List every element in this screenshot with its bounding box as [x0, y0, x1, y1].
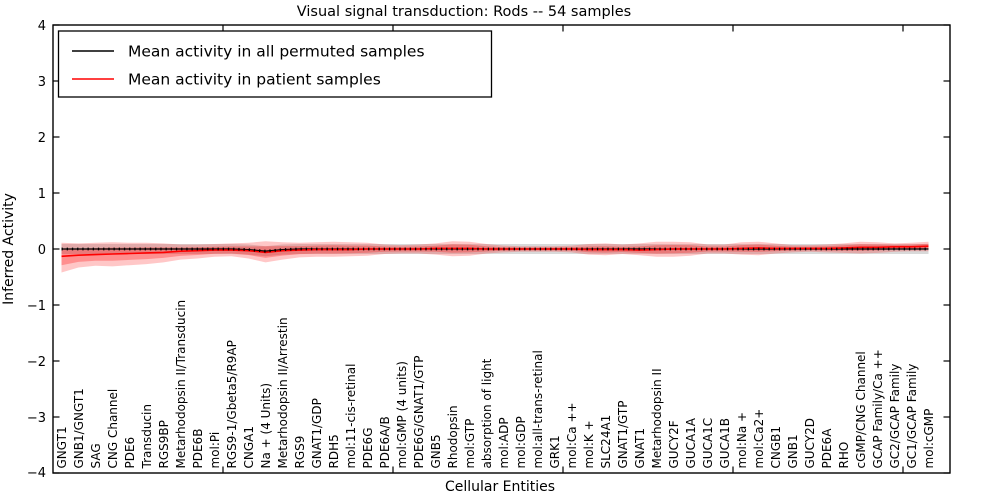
x-category-label: RGS9 — [293, 436, 307, 469]
x-category-label: GC1/GCAP Family — [905, 364, 919, 469]
x-category-label: GNAT1 — [633, 428, 647, 469]
x-category-label: GNB5 — [429, 434, 443, 468]
x-category-label: CNGA1 — [242, 426, 256, 469]
x-category-label: SAG — [89, 443, 103, 468]
y-tick-label: 3 — [38, 75, 46, 90]
x-category-label: GNB1 — [786, 434, 800, 468]
x-category-label: mol:Ca ++ — [565, 402, 579, 468]
x-category-label: GUCY2F — [667, 420, 681, 468]
x-category-label: mol:11-cis-retinal — [344, 364, 358, 469]
x-category-label: RGS9BP — [157, 420, 171, 468]
x-category-label: Metarhodopsin II/Arrestin — [276, 317, 290, 468]
x-category-label: CNGB1 — [769, 426, 783, 469]
x-category-label: PDE6 — [123, 437, 137, 469]
x-category-label: PDE6A — [820, 428, 834, 469]
x-axis-label: Cellular Entities — [445, 479, 555, 495]
x-category-label: CNG Channel — [106, 389, 120, 469]
x-category-label: Transducin — [140, 404, 154, 469]
legend-box — [57, 30, 493, 98]
x-category-label: GRK1 — [548, 435, 562, 468]
x-category-label: Metarhodopsin II/Transducin — [174, 300, 188, 469]
x-category-label: mol:GTP — [463, 419, 477, 469]
x-category-label: GUCA1A — [684, 417, 698, 468]
x-category-label: mol:Na + — [735, 412, 749, 469]
patient-mean-line — [61, 245, 929, 258]
legend: Mean activity in all permuted samples Me… — [57, 30, 493, 98]
x-category-label: mol:Pi — [208, 432, 222, 469]
y-tick-label: 2 — [38, 131, 46, 146]
x-category-label: GUCY2D — [803, 418, 817, 468]
x-category-label: mol:GDP — [514, 416, 528, 468]
x-category-label: PDE6G/GNAT1/GTP — [412, 355, 426, 468]
x-category-label: RGS9-1/Gbeta5/R9AP — [225, 340, 239, 468]
x-category-label: SLC24A1 — [599, 415, 613, 469]
x-category-label: mol:GMP (4 units) — [395, 361, 409, 468]
x-category-label: GNAT1/GTP — [616, 401, 630, 469]
plot-border — [52, 24, 951, 474]
x-category-label: Metarhodopsin II — [650, 368, 664, 468]
patient-band-outer — [61, 241, 929, 273]
x-category-label: mol:cGMP — [922, 409, 936, 469]
x-category-label: PDE6B — [191, 429, 205, 469]
legend-label-permuted: Mean activity in all permuted samples — [128, 43, 425, 61]
y-axis-label: Inferred Activity — [1, 193, 17, 305]
x-category-label: GC2/GCAP Family — [888, 364, 902, 469]
y-tick-label: −3 — [27, 411, 46, 426]
x-category-label: RDH5 — [327, 434, 341, 468]
y-tick-label: −4 — [27, 466, 46, 481]
x-category-label: Na + (4 Units) — [259, 383, 273, 469]
x-category-label: mol:K + — [582, 420, 596, 468]
x-category-label: GNB1/GNGT1 — [72, 388, 86, 468]
x-category-label: mol:ADP — [497, 417, 511, 468]
x-category-label: GUCA1B — [718, 418, 732, 469]
x-category-label: mol:all-trans-retinal — [531, 350, 545, 468]
x-category-label: PDE6A/B — [378, 416, 392, 468]
y-tick-label: −2 — [27, 355, 46, 370]
x-category-label: GCAP Family/Ca ++ — [871, 349, 885, 468]
y-tick-label: 1 — [38, 187, 46, 202]
x-category-label: absorption of light — [480, 358, 494, 468]
x-category-label: PDE6G — [361, 428, 375, 469]
x-category-label: RHO — [837, 442, 851, 469]
x-category-label: GUCA1C — [701, 418, 715, 469]
legend-label-patient: Mean activity in patient samples — [128, 71, 381, 89]
x-category-label: GNAT1/GDP — [310, 398, 324, 468]
x-category-label: mol:Ca2+ — [752, 409, 766, 469]
x-category-label: cGMP/CNG Channel — [854, 351, 868, 468]
x-category-label: Rhodopsin — [446, 405, 460, 468]
chart-title: Visual signal transduction: Rods -- 54 s… — [297, 4, 631, 20]
permuted-band — [61, 244, 929, 257]
y-tick-label: −1 — [27, 299, 46, 314]
y-tick-label: 4 — [38, 19, 46, 34]
x-category-label: GNGT1 — [55, 426, 69, 468]
y-tick-labels: 4 3 2 1 0 −1 −2 −3 −4 — [27, 19, 46, 481]
y-tick-label: 0 — [38, 243, 46, 258]
